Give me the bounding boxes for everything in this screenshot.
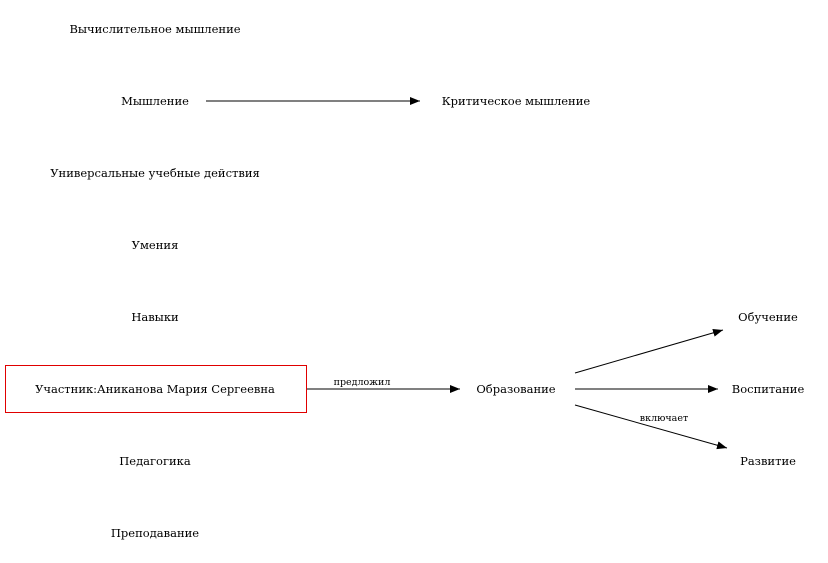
participant-node-box (5, 365, 307, 413)
node-skills-navyki: Навыки (131, 310, 179, 324)
node-pedagogy: Педагогика (119, 454, 191, 468)
node-skills-umeniya: Умения (132, 238, 179, 252)
node-computational-thinking: Вычислительное мышление (69, 22, 240, 36)
edge-label-includes: включает (640, 413, 688, 424)
node-training: Обучение (738, 310, 798, 324)
node-universal-learning-actions: Универсальные учебные действия (50, 166, 260, 180)
node-critical-thinking: Критическое мышление (442, 94, 591, 108)
edge-education-training (574, 328, 724, 374)
edge-education-development (574, 404, 728, 450)
node-participant: Участник:Аниканова Мария Сергеевна (35, 382, 275, 396)
edge-label-proposed: предложил (334, 377, 391, 388)
node-education: Образование (476, 382, 555, 396)
node-thinking: Мышление (121, 94, 189, 108)
node-upbringing: Воспитание (732, 382, 805, 396)
node-teaching: Преподавание (111, 526, 199, 540)
node-development: Развитие (740, 454, 796, 468)
